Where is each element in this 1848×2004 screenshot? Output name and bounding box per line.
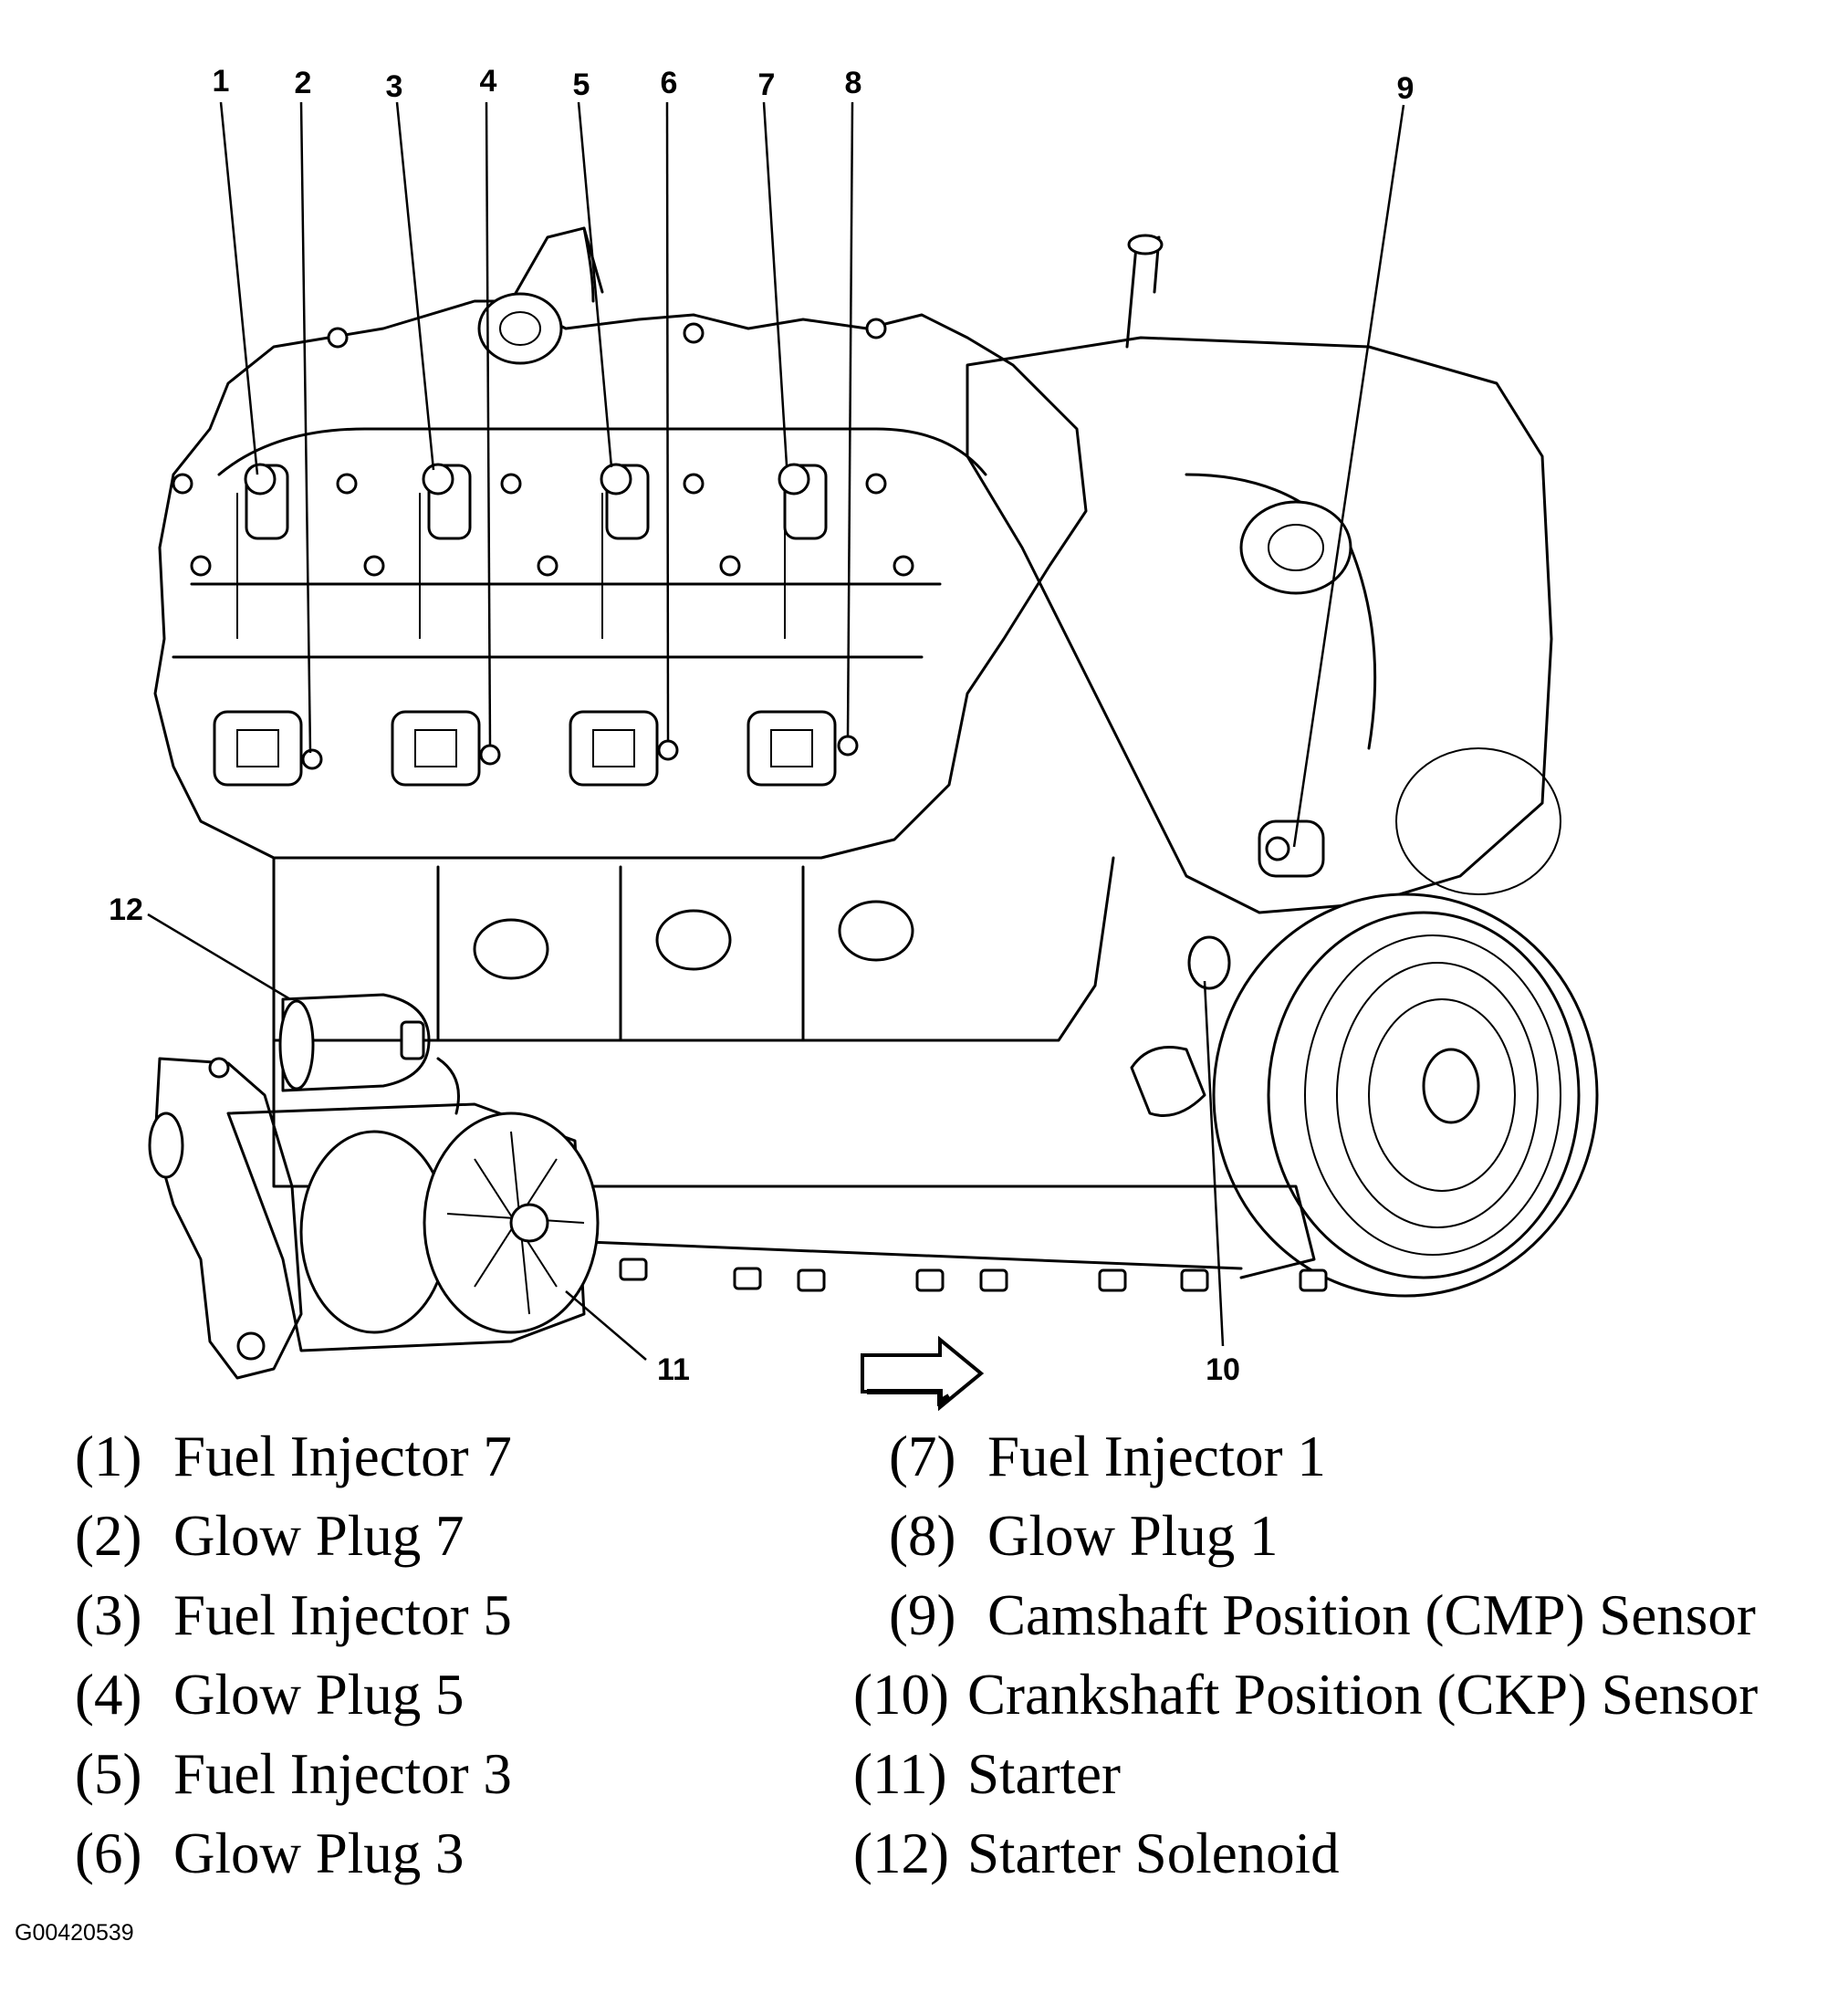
legend-number: (6) <box>75 1821 142 1885</box>
legend-label: Fuel Injector 7 <box>173 1425 512 1488</box>
legend-item-4: (4) Glow Plug 5 <box>75 1666 465 1724</box>
callout-6: 6 <box>661 66 678 100</box>
callout-5: 5 <box>573 68 590 102</box>
legend-label: Crankshaft Position (CKP) Sensor <box>967 1663 1759 1727</box>
legend-number: (1) <box>75 1425 142 1488</box>
legend-label: Fuel Injector 3 <box>173 1742 512 1806</box>
callout-1: 1 <box>213 64 230 99</box>
legend-label: Starter Solenoid <box>967 1821 1340 1885</box>
legend-item-2: (2)Glow Plug 7 <box>75 1508 465 1565</box>
legend-number: (8) <box>889 1504 956 1568</box>
callout-2: 2 <box>295 66 312 100</box>
callout-8: 8 <box>845 66 862 100</box>
legend-label: Glow Plug 1 <box>987 1504 1279 1568</box>
legend-item-1: (1) Fuel Injector 7 <box>75 1428 512 1486</box>
front-direction-arrow-icon <box>861 1335 985 1412</box>
legend-item-9: (9)Camshaft Position (CMP) Sensor <box>869 1587 1756 1644</box>
callouts: 1 2 3 4 5 6 7 8 9 10 11 12 <box>109 64 1414 1387</box>
engine-block <box>148 226 1599 1380</box>
legend-number: (10) <box>853 1663 949 1727</box>
legend-item-10: (10) Crankshaft Position (CKP) Sensor <box>853 1666 1758 1724</box>
legend-label: Glow Plug 3 <box>173 1821 465 1885</box>
legend-item-11: (11)Starter <box>853 1746 1121 1803</box>
legend-number: (2) <box>75 1504 142 1568</box>
legend-number: (5) <box>75 1742 142 1806</box>
figure-id: G00420539 <box>15 1920 134 1946</box>
leader-lines <box>147 101 1405 1361</box>
legend-item-8: (8)Glow Plug 1 <box>869 1508 1279 1565</box>
callout-9: 9 <box>1397 71 1415 106</box>
legend-label: Starter <box>967 1742 1121 1806</box>
legend-label: Fuel Injector 5 <box>173 1583 512 1647</box>
legend-number: (12) <box>853 1821 949 1885</box>
callout-12: 12 <box>109 892 143 927</box>
legend-item-5: (5)Fuel Injector 3 <box>75 1746 512 1803</box>
legend-number: (4) <box>75 1663 142 1727</box>
legend-item-3: (3)Fuel Injector 5 <box>75 1587 512 1644</box>
callout-7: 7 <box>758 68 776 102</box>
legend-number: (3) <box>75 1583 142 1647</box>
legend-item-6: (6)Glow Plug 3 <box>75 1825 465 1883</box>
legend-number: (7) <box>889 1425 956 1488</box>
legend-label: Glow Plug 7 <box>173 1504 465 1568</box>
callout-3: 3 <box>386 69 403 104</box>
callout-10: 10 <box>1206 1352 1240 1387</box>
legend-item-12: (12)Starter Solenoid <box>853 1825 1340 1883</box>
legend-item-7: (7) Fuel Injector 1 <box>869 1428 1326 1486</box>
legend-label: Glow Plug 5 <box>173 1663 465 1727</box>
legend-number: (9) <box>889 1583 956 1647</box>
legend-label: Fuel Injector 1 <box>987 1425 1326 1488</box>
legend-label: Camshaft Position (CMP) Sensor <box>987 1583 1756 1647</box>
callout-11: 11 <box>657 1352 690 1387</box>
legend-number: (11) <box>853 1742 947 1806</box>
callout-4: 4 <box>480 64 497 99</box>
